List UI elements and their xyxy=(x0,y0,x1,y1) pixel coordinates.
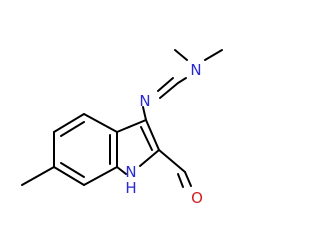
methyl-bond xyxy=(21,166,55,186)
benzene-ring xyxy=(53,113,118,186)
bond xyxy=(145,119,160,151)
bond xyxy=(142,106,147,121)
bond xyxy=(184,171,192,187)
bond xyxy=(177,77,187,84)
structure-diagram: N N N H O xyxy=(21,49,223,207)
bond xyxy=(60,162,85,178)
bond xyxy=(204,49,223,61)
pyrrole-ring xyxy=(116,119,160,175)
bond xyxy=(53,166,85,186)
ring-hydrogen-label: H xyxy=(125,179,136,197)
bond xyxy=(140,126,153,151)
bond xyxy=(157,77,174,92)
aldehyde-oxygen-label: O xyxy=(191,189,203,207)
bond xyxy=(53,113,85,133)
ring-nitrogen-label: N xyxy=(125,163,136,181)
bond xyxy=(158,149,186,173)
bond xyxy=(116,119,147,133)
amine-nitrogen-label: N xyxy=(190,61,201,79)
bond xyxy=(60,121,85,137)
bond xyxy=(83,113,118,133)
bond xyxy=(159,82,179,99)
imine-nitrogen-label: N xyxy=(139,92,150,110)
bond xyxy=(139,149,160,167)
bond xyxy=(177,173,184,188)
bond xyxy=(174,49,188,61)
bond xyxy=(116,166,127,175)
bond xyxy=(83,166,118,186)
